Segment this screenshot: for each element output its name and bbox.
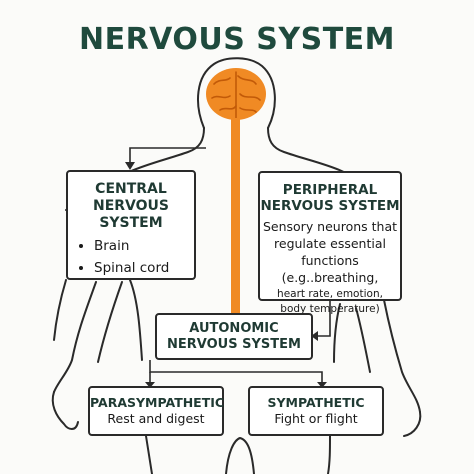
left-hand-outline <box>51 391 79 430</box>
autonomic-heading-line-1: AUTONOMIC <box>189 321 279 336</box>
sympathetic-heading: SYMPATHETIC <box>267 395 365 410</box>
peripheral-desc-4: heart rate, emotion, <box>277 287 383 300</box>
central-list: Brain Spinal cord <box>68 236 194 279</box>
torso-left-outline <box>129 279 143 361</box>
torso-right-outline <box>333 303 341 363</box>
spinal-cord <box>231 118 240 314</box>
peripheral-heading-line-1: PERIPHERAL <box>282 182 378 198</box>
central-heading-line-2: NERVOUS <box>92 197 169 214</box>
peripheral-heading: PERIPHERAL NERVOUS SYSTEM <box>260 182 400 214</box>
right-arm-outline <box>383 299 421 413</box>
brain-icon <box>206 68 266 120</box>
autonomic-heading: AUTONOMIC NERVOUS SYSTEM <box>157 321 311 352</box>
peripheral-desc-3: functions (e.g..breathing, <box>281 253 379 285</box>
peripheral-heading-line-2: NERVOUS SYSTEM <box>260 198 400 215</box>
sympathetic-box: SYMPATHETIC Fight or flight <box>248 386 384 436</box>
peripheral-desc-2: regulate essential <box>274 236 386 252</box>
right-arm-inner <box>355 307 371 373</box>
sympathetic-desc: Fight or flight <box>274 411 358 426</box>
head-outline <box>197 57 276 129</box>
central-heading-line-3: SYSTEM <box>99 214 163 231</box>
right-hand-outline <box>403 411 422 437</box>
central-item-spinal-cord: Spinal cord <box>94 258 194 280</box>
right-leg-outline <box>327 435 331 474</box>
arrowhead-symp <box>317 382 327 388</box>
parasympathetic-desc: Rest and digest <box>107 411 205 426</box>
pns-to-ans-connector <box>313 301 331 337</box>
arrowhead-para <box>145 382 155 388</box>
crotch-outline <box>225 437 255 474</box>
central-heading-line-1: CENTRAL <box>95 181 167 197</box>
arrowhead-cns <box>125 162 135 170</box>
left-arm-outline <box>53 281 97 393</box>
peripheral-nervous-system-box: PERIPHERAL NERVOUS SYSTEM Sensory neuron… <box>258 171 402 315</box>
peripheral-desc-1: Sensory neurons that <box>262 219 398 235</box>
left-arm-lower <box>53 279 67 341</box>
parasympathetic-box: PARASYMPATHETIC Rest and digest <box>88 386 224 436</box>
ans-branch-connector <box>149 360 323 384</box>
central-nervous-system-box: CENTRAL NERVOUS SYSTEM Brain Spinal cord <box>66 170 196 280</box>
parasympathetic-heading: PARASYMPATHETIC <box>90 395 225 410</box>
peripheral-desc-5: body temperature) <box>280 302 380 315</box>
autonomic-nervous-system-box: AUTONOMIC NERVOUS SYSTEM <box>155 313 313 360</box>
arrowhead-ans <box>311 331 318 341</box>
left-leg-outline <box>145 435 153 474</box>
autonomic-heading-line-2: NERVOUS SYSTEM <box>167 336 301 352</box>
central-item-brain: Brain <box>94 236 194 258</box>
left-arm-inner <box>97 281 123 363</box>
page-title: NERVOUS SYSTEM <box>78 22 396 57</box>
central-heading: CENTRAL NERVOUS SYSTEM <box>68 181 194 231</box>
brain-to-cns-connector <box>129 147 206 164</box>
